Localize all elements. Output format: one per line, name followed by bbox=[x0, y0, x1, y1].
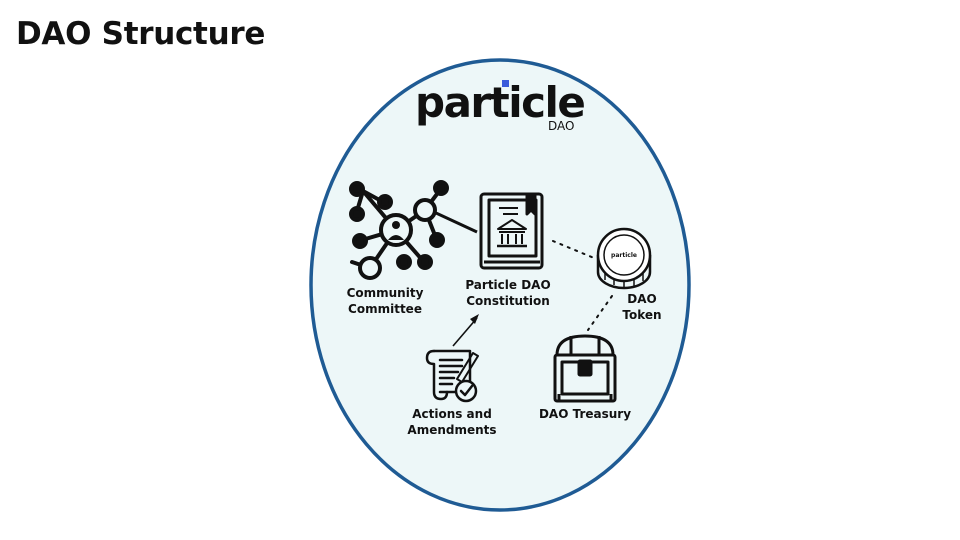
actions-label-line1: Actions and bbox=[412, 407, 492, 421]
connector-token-treasury bbox=[587, 295, 613, 331]
logo-dot bbox=[502, 80, 509, 87]
logo-sub: DAO bbox=[548, 119, 574, 133]
community-committee-label-line1: Community bbox=[347, 286, 424, 300]
token-label-line2: Token bbox=[622, 308, 661, 322]
connector-constitution-token bbox=[552, 240, 595, 259]
arrow-actions-to-constitution bbox=[452, 314, 479, 347]
token-label-line1: DAO bbox=[627, 292, 656, 306]
constitution-label-line2: Constitution bbox=[466, 294, 550, 308]
page-title: DAO Structure bbox=[16, 16, 266, 52]
coin-icon bbox=[596, 227, 652, 290]
logo-word: particle bbox=[415, 78, 584, 127]
community-committee-label-line2: Committee bbox=[348, 302, 422, 316]
dao-boundary-circle bbox=[309, 58, 691, 512]
document-check-icon bbox=[425, 349, 479, 403]
treasure-chest-icon bbox=[553, 334, 617, 403]
constitution-book-icon bbox=[479, 192, 544, 270]
coin-text: particle bbox=[611, 252, 637, 259]
constitution-label-line1: Particle DAO bbox=[465, 278, 550, 292]
connector-committee-constitution bbox=[435, 211, 478, 234]
network-icon bbox=[349, 180, 449, 280]
actions-label-line2: Amendments bbox=[407, 423, 496, 437]
treasury-label: DAO Treasury bbox=[539, 407, 631, 421]
particle-dao-logo: particle DAO bbox=[415, 78, 586, 133]
